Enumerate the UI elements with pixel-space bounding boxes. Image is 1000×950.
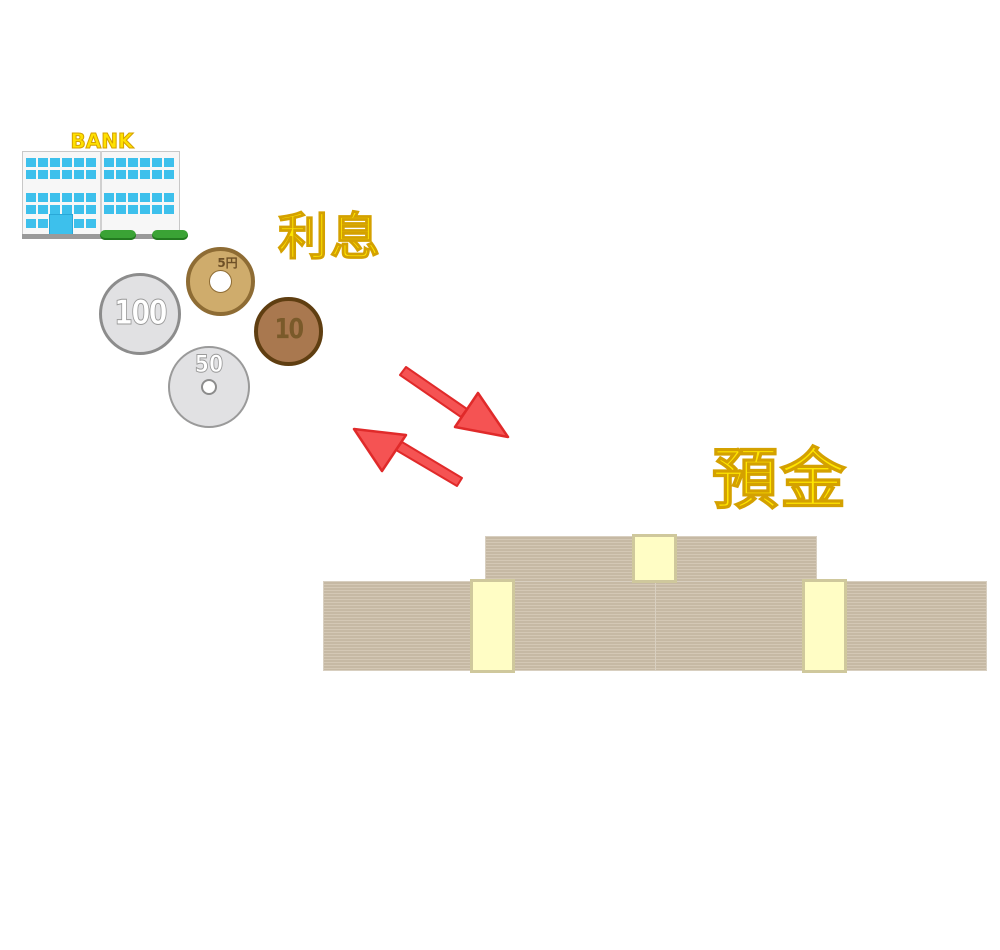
bush-icon: [100, 230, 136, 240]
bank-sign: BANK: [70, 129, 134, 153]
bank-window: [128, 158, 138, 167]
bank-window: [26, 205, 36, 214]
bush-icon: [152, 230, 188, 240]
bank-door: [49, 214, 73, 236]
arrow-down-right-icon: [399, 366, 510, 439]
bank-window: [104, 170, 114, 179]
coin-10-yen-icon: 10: [254, 297, 323, 366]
bank-window: [152, 170, 162, 179]
bank-window: [62, 170, 72, 179]
bank-window: [86, 205, 96, 214]
bank-window: [86, 158, 96, 167]
bank-window: [164, 205, 174, 214]
bank-window: [164, 193, 174, 202]
bank-window: [152, 193, 162, 202]
bank-window: [116, 193, 126, 202]
coin-100-yen-icon: 100: [99, 273, 181, 355]
bank-window: [38, 205, 48, 214]
bank-window: [74, 193, 84, 202]
coin-hole: [201, 379, 217, 395]
bank-window: [128, 205, 138, 214]
bank-window: [26, 158, 36, 167]
bank-window: [86, 193, 96, 202]
bank-window: [38, 193, 48, 202]
bank-window: [104, 158, 114, 167]
bank-window: [152, 205, 162, 214]
bank-window: [128, 193, 138, 202]
bank-window: [50, 170, 60, 179]
bank-window: [74, 205, 84, 214]
bank-window: [74, 170, 84, 179]
bank-window: [26, 219, 36, 228]
bank-window: [128, 170, 138, 179]
bank-window: [38, 170, 48, 179]
banknote-band: [470, 579, 515, 673]
bank-window: [116, 170, 126, 179]
bank-window: [26, 193, 36, 202]
coin-10-denomination: 10: [274, 312, 305, 345]
bank-window: [140, 158, 150, 167]
banknote-band: [802, 579, 847, 673]
bank-window: [74, 219, 84, 228]
bank-building-icon: BANK: [22, 129, 188, 242]
bank-window: [104, 205, 114, 214]
bank-window: [50, 193, 60, 202]
bank-window: [50, 158, 60, 167]
bank-window: [104, 193, 114, 202]
bank-window: [140, 193, 150, 202]
bank-divider: [100, 151, 102, 235]
arrow-up-left-icon: [352, 427, 463, 487]
bank-window: [86, 170, 96, 179]
deposit-label: 預金: [711, 440, 848, 518]
bank-window: [38, 219, 48, 228]
exchange-arrows: [352, 366, 510, 487]
interest-label: 利息: [277, 207, 382, 266]
bank-window: [38, 158, 48, 167]
coin-hole: [209, 270, 232, 293]
bank-window: [116, 158, 126, 167]
bank-window: [140, 170, 150, 179]
coin-50-yen-icon: 50: [168, 346, 250, 428]
bank-window: [26, 170, 36, 179]
bank-window: [50, 205, 60, 214]
bank-window: [152, 158, 162, 167]
bank-window: [74, 158, 84, 167]
bank-window: [62, 205, 72, 214]
bank-window: [86, 219, 96, 228]
bank-window: [140, 205, 150, 214]
bank-window: [164, 158, 174, 167]
coin-100-denomination: 100: [114, 293, 168, 334]
bank-window: [116, 205, 126, 214]
bank-window: [62, 158, 72, 167]
bank-window: [62, 193, 72, 202]
bank-window: [164, 170, 174, 179]
banknote-band: [632, 534, 677, 583]
coin-5-denomination: 5円: [217, 256, 238, 270]
coin-5-yen-icon: 5円: [186, 247, 255, 316]
coin-50-denomination: 50: [194, 350, 224, 379]
